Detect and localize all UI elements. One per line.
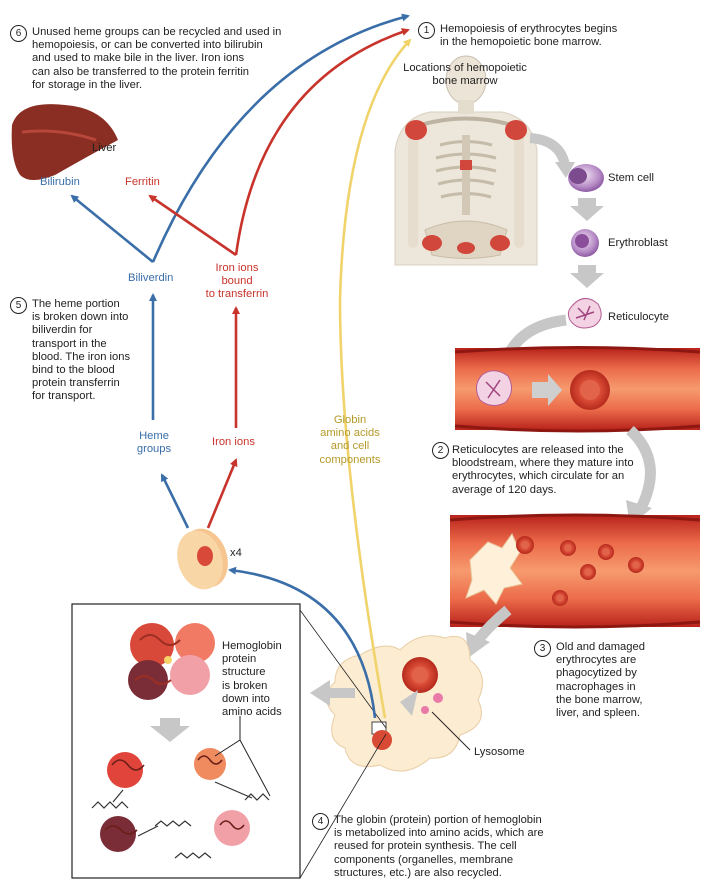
step-6-number: 6 [10, 25, 27, 42]
step-1-number: 1 [418, 22, 435, 39]
stem-cell-label: Stem cell [608, 172, 655, 184]
ferritin-label: Ferritin [125, 176, 160, 188]
erythrocytes-in-vessel [516, 536, 644, 606]
step-2-text: Reticulocytes are released into the bloo… [452, 444, 634, 496]
skeleton-to-stem-arrow [529, 133, 570, 167]
hemoglobin-breakdown-label: Hemoglobin protein structure is broken d… [222, 640, 282, 719]
heme-disc [177, 528, 228, 590]
heme-recycle-arrow [151, 13, 410, 263]
iron-bound-transferrin-label: Iron ions bound to transferrin [205, 262, 269, 301]
skeleton-illustration [394, 55, 538, 266]
globin-recycle-arrow [338, 38, 412, 719]
liver-label: Liver [92, 142, 117, 154]
ferritin-arrow [148, 194, 237, 257]
iron-ions-arrow [206, 458, 238, 529]
lysosome-pointer [431, 711, 471, 751]
step-4-number: 4 [312, 813, 329, 830]
bilirubin-label: Bilirubin [40, 176, 80, 188]
bilirubin-arrow [70, 194, 154, 264]
erythroblast-label: Erythroblast [608, 237, 668, 249]
heme-groups-label: Heme groups [136, 430, 172, 456]
step-5-number: 5 [10, 297, 27, 314]
iron-ions-label: Iron ions [212, 436, 255, 448]
marrow-locations-label: Locations of hemopoietic bone marrow [403, 62, 527, 88]
step-5-text: The heme portion is broken down into bil… [32, 298, 131, 403]
heme-extraction-arrow [228, 566, 377, 719]
reticulocyte-icon [567, 298, 602, 329]
lysosome-label: Lysosome [474, 746, 525, 758]
step-3-number: 3 [534, 640, 551, 657]
maturation-arrow [532, 374, 562, 406]
liver-icon [11, 104, 119, 180]
step-4-text: The globin (protein) portion of hemoglob… [334, 814, 544, 879]
heme-groups-arrow [160, 473, 190, 529]
hemoglobin-molecule [128, 623, 215, 700]
amino-acid-chains [91, 781, 270, 859]
globin-label: Globin amino acids and cell components [319, 414, 381, 466]
hemoglobin-pointer [214, 716, 271, 797]
x4-label: x4 [230, 547, 242, 559]
step-1-text: Hemopoiesis of erythrocytes begins in th… [440, 23, 618, 49]
macrophage-in-vessel [465, 532, 523, 605]
step-3-text: Old and damaged erythrocytes are phagocy… [556, 641, 645, 720]
step-6-text: Unused heme groups can be recycled and u… [32, 26, 282, 91]
reticulocyte-label: Reticulocyte [608, 311, 669, 323]
protein-subunits [100, 748, 250, 852]
step-2-number: 2 [432, 442, 449, 459]
iron-recycle-arrow [234, 28, 410, 256]
lysosome-icon [433, 693, 443, 703]
biliverdin-label: Biliverdin [128, 272, 174, 284]
